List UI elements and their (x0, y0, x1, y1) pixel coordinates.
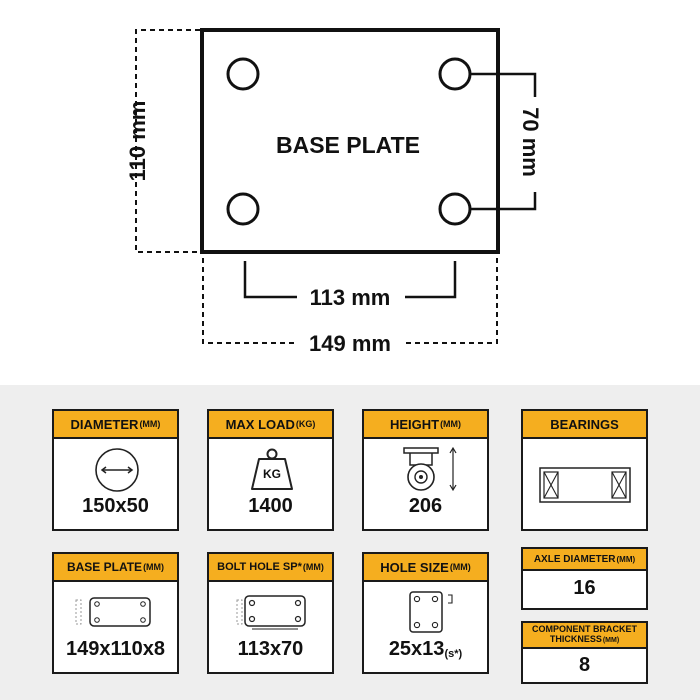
base-plate-diagram: BASE PLATE 110 mm 70 mm 113 mm 149 mm (125, 28, 543, 356)
diameter-header: DIAMETER(MM) (54, 411, 177, 439)
bearings-card: BEARINGS (521, 409, 648, 531)
base-plate-icon (74, 592, 158, 632)
bolt-hole-card: BOLT HOLE SP*(MM) 113x70 (207, 552, 334, 674)
bearings-header: BEARINGS (523, 411, 646, 439)
bracket-thickness-value: 8 (578, 654, 591, 676)
base-plate-card: BASE PLATE(MM) 149x110x8 (52, 552, 179, 674)
bracket-thickness-card: COMPONENT BRACKET THICKNESS(MM) 8 (521, 621, 648, 684)
bolt-hole-plate-icon (235, 592, 311, 632)
hole-size-suffix: (s*) (444, 648, 463, 660)
bolt-hole-header: BOLT HOLE SP*(MM) (209, 554, 332, 582)
diameter-value: 150x50 (82, 495, 149, 517)
max-load-header: MAX LOAD(KG) (209, 411, 332, 439)
hole-horizontal-dimension-label: 113 mm (310, 285, 391, 310)
weight-icon-label: KG (263, 467, 281, 481)
bolt-hole-top-left (226, 57, 260, 91)
caster-wheel-icon (398, 443, 460, 493)
bracket-thickness-header: COMPONENT BRACKET THICKNESS(MM) (523, 623, 646, 649)
hole-size-plate-icon (408, 590, 458, 636)
plate-label: BASE PLATE (276, 132, 420, 158)
hole-size-value: 25x13(s*) (388, 638, 463, 660)
height-card: HEIGHT(MM) 206 (362, 409, 489, 531)
axle-diameter-value: 16 (573, 577, 596, 599)
height-value: 206 (408, 495, 443, 517)
height-dimension-line (135, 29, 200, 253)
bolt-hole-value: 113x70 (237, 638, 304, 660)
diameter-card: DIAMETER(MM) 150x50 (52, 409, 179, 531)
width-dimension-label: 149 mm (309, 331, 391, 356)
hole-vertical-dimension-label: 70 mm (518, 107, 543, 177)
height-header: HEIGHT(MM) (364, 411, 487, 439)
bolt-hole-top-right (438, 57, 472, 91)
base-plate-value: 149x110x8 (65, 638, 165, 660)
axle-diameter-header: AXLE DIAMETER(MM) (523, 549, 646, 571)
bolt-hole-bottom-left (226, 192, 260, 226)
hole-size-card: HOLE SIZE(MM) 25x13(s*) (362, 552, 489, 674)
base-plate-header: BASE PLATE(MM) (54, 554, 177, 582)
roller-bearing-icon (539, 467, 631, 503)
height-dimension-label: 110 mm (125, 101, 150, 182)
wheel-diameter-icon (94, 447, 140, 493)
bolt-hole-bottom-right (438, 192, 472, 226)
hole-size-header: HOLE SIZE(MM) (364, 554, 487, 582)
axle-diameter-card: AXLE DIAMETER(MM) 16 (521, 547, 648, 610)
max-load-card: MAX LOAD(KG) KG 1400 (207, 409, 334, 531)
weight-icon: KG (249, 447, 295, 493)
max-load-value: 1400 (248, 495, 293, 517)
specs-panel: DIAMETER(MM) 150x50 MAX LOAD(KG) KG 1400 (0, 385, 700, 700)
